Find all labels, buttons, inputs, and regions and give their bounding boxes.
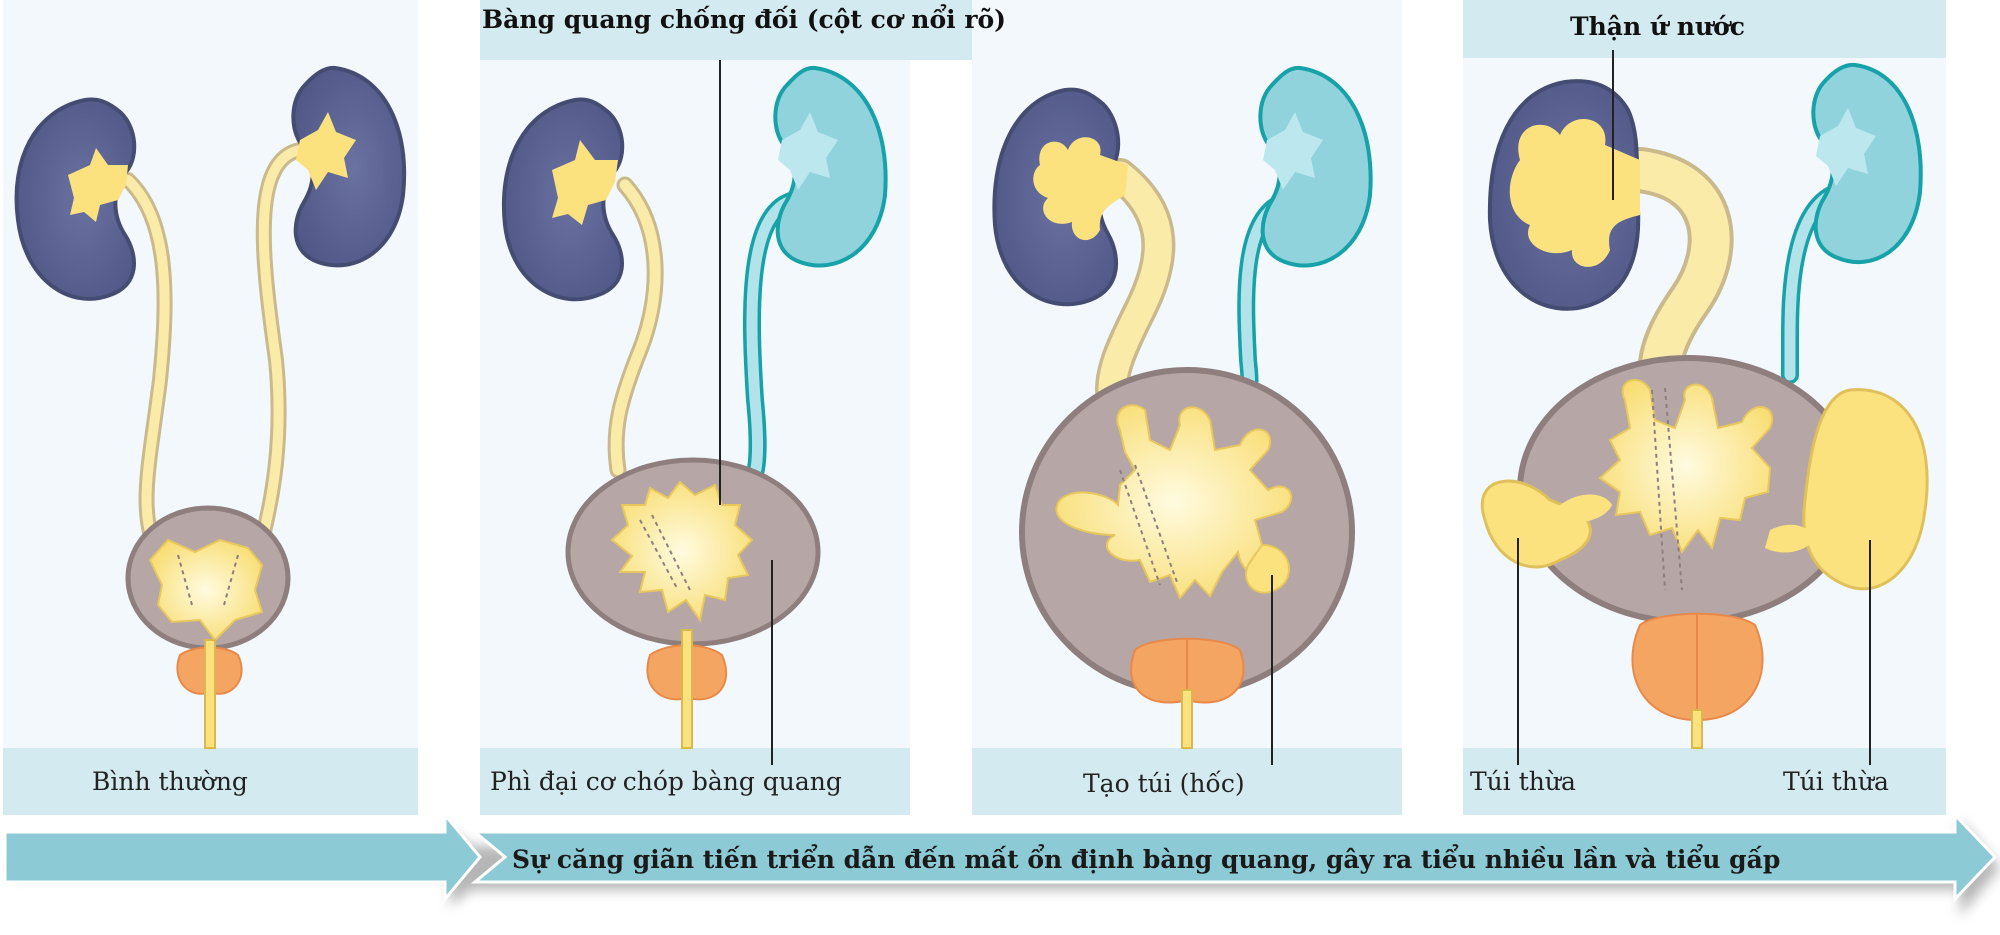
normal-bladder-trigone-right: [223, 554, 239, 606]
hypertrophic-trigone-right: [651, 514, 691, 591]
teal-renal-pelvis-4: [1816, 108, 1876, 186]
right-kidney: [291, 65, 407, 268]
panel-2-caption: Phì đại cơ chóp bàng quang: [490, 767, 842, 796]
panel-4-caption-right: Túi thừa: [1783, 767, 1889, 796]
hypertrophic-trigone-left: [639, 519, 679, 591]
panel-2-top-label: Bàng quang chống đối (cột cơ nổi rõ): [482, 5, 1006, 34]
left-dilated-ureter-3-fill: [1098, 161, 1172, 404]
normal-bladder-trigone-left: [177, 554, 193, 606]
teal-ureter-4-fill: [1784, 184, 1851, 381]
teal-renal-pelvis: [778, 112, 838, 190]
left-renal-pelvis: [68, 148, 128, 222]
right-renal-pelvis: [296, 112, 356, 190]
right-diverticulum-neck: [1765, 524, 1815, 553]
diverticular-trigone-right: [1664, 387, 1683, 591]
hypertrophic-bladder-lumen: [610, 480, 754, 623]
urethra-2: [681, 629, 693, 749]
panel-1-caption-band: [3, 748, 418, 815]
right-ureter-fill: [257, 145, 305, 545]
panel-2-caption-band: [480, 748, 910, 815]
sacculation-pouch: [1245, 543, 1290, 594]
panel-4-caption-band: [1463, 748, 1946, 815]
normal-urethra: [204, 639, 216, 749]
panel-3-caption-band: [972, 748, 1402, 815]
left-ureter-fill: [123, 175, 170, 545]
normal-bladder-lumen: [148, 538, 264, 642]
left-renal-pelvis-2: [552, 140, 618, 225]
hydronephrotic-ureter-fill: [1621, 151, 1730, 399]
panel-4-caption-left: Túi thừa: [1470, 767, 1576, 796]
panel-3-caption: Tạo túi (hốc): [1083, 769, 1245, 798]
panel-4-top-band: [1463, 0, 1946, 58]
panel-4-diverticula: [1481, 50, 1929, 765]
progress-arrow-main-segment: [470, 811, 1998, 903]
teal-kidney-4: [1811, 62, 1923, 264]
left-renal-pelvis-3: [1033, 137, 1128, 241]
urethra-4: [1691, 709, 1703, 749]
teal-ureter-fill: [746, 194, 801, 486]
left-diverticulum: [1481, 479, 1592, 569]
panel-2-top-band: [480, 0, 972, 60]
panel-1-caption: Bình thường: [92, 767, 248, 796]
diverticular-trigone-left: [1651, 389, 1666, 591]
panel-4-top-label: Thận ứ nước: [1570, 12, 1745, 41]
teal-kidney-3: [1258, 65, 1373, 268]
teal-kidney: [773, 65, 888, 268]
left-diverticulum-neck: [1560, 494, 1612, 523]
teal-renal-pelvis-3: [1263, 112, 1323, 190]
progress-arrow: Sự căng giãn tiến triển dẫn đến mất ổn đ…: [3, 810, 2000, 916]
progress-arrow-left-segment: [3, 810, 482, 904]
right-diverticulum: [1802, 388, 1929, 591]
progress-arrow-text: Sự căng giãn tiến triển dẫn đến mất ổn đ…: [512, 845, 1780, 874]
panel-1-normal: [14, 65, 407, 749]
panel-3-sacculation: [992, 65, 1373, 765]
urethra-3: [1181, 689, 1193, 749]
sacculated-trigone-right: [1134, 464, 1179, 586]
left-ureter-2-fill: [610, 179, 661, 476]
panel-2-hypertrophy: [502, 60, 888, 765]
labels: Bàng quang chống đối (cột cơ nổi rõ) Thậ…: [92, 5, 1889, 798]
hydronephrosis-pelvis: [1509, 118, 1640, 267]
